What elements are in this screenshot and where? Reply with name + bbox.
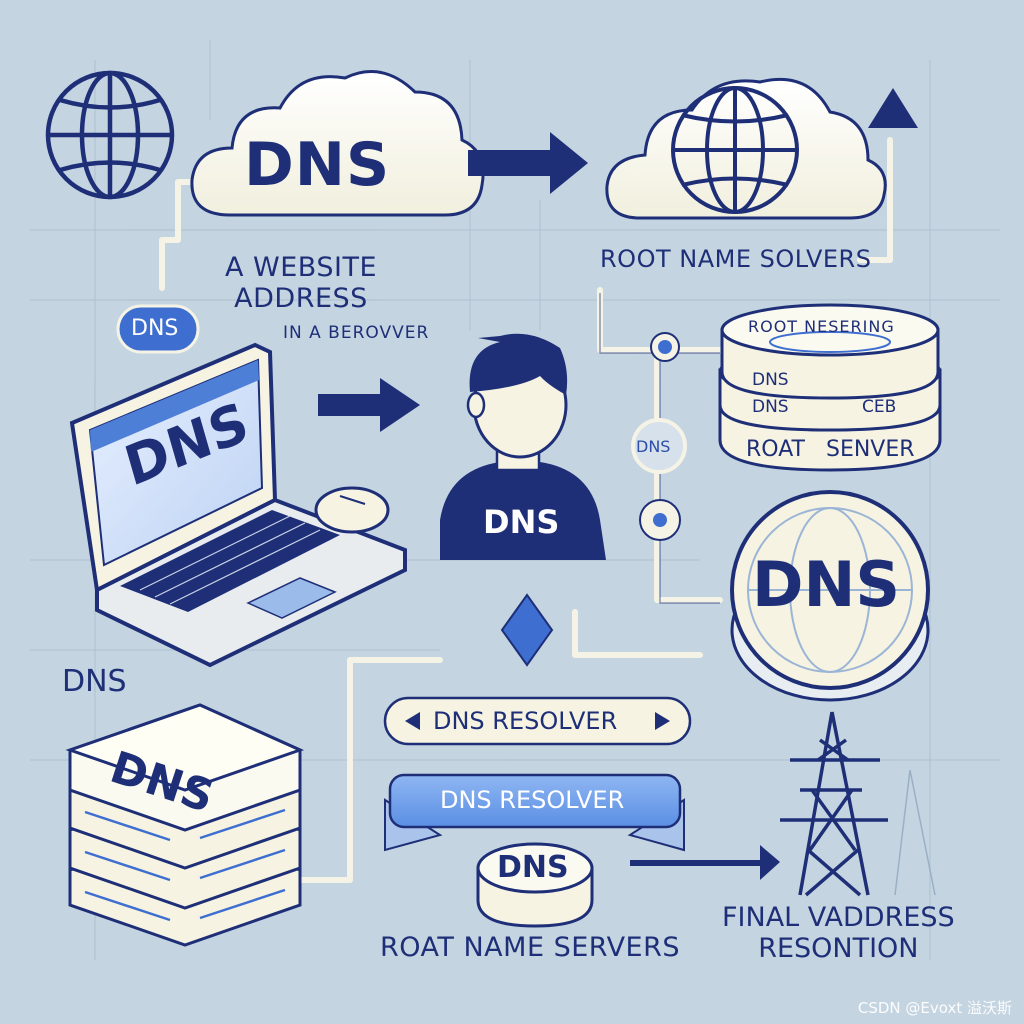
database-icon	[718, 303, 942, 472]
arrow-icon	[318, 378, 420, 432]
person-icon	[440, 333, 606, 560]
keyboard	[139, 515, 321, 605]
mouse-icon	[314, 486, 390, 534]
watermark: CSDN @Evoxt 溢沃斯	[857, 999, 1012, 1017]
database-icon	[476, 842, 594, 928]
in-a-browser-label: IN A BEROVVER	[283, 323, 430, 343]
tower-shadow	[894, 769, 936, 896]
dns-resolver-label-2: DNS RESOLVER	[440, 786, 625, 814]
root-name-servers-label: ROAT NAME SERVERS	[380, 932, 681, 963]
arrow-icon	[868, 88, 918, 128]
root-server-stack-label-2: DNS	[752, 397, 789, 417]
root-server-stack-label-3: CEB	[862, 397, 897, 417]
arrow-icon	[500, 593, 554, 667]
final-address-label: FINAL VADDRESS RESONTION	[722, 902, 955, 965]
arrow-icon	[468, 132, 588, 194]
dns-resolver-label-1: DNS RESOLVER	[433, 707, 618, 735]
root-server-stack-top-label: ROOT NESERING	[748, 317, 895, 336]
connector-dns-label: DNS	[636, 437, 671, 456]
globe-icon	[671, 86, 799, 214]
dns-resolver-pill	[383, 696, 692, 746]
root-server-stack-label-1: DNS	[752, 370, 789, 390]
root-name-solvers-label: ROOT NAME SOLVERS	[600, 245, 872, 273]
connector-node	[631, 332, 687, 541]
side-dns-label: DNS	[62, 664, 127, 699]
root-server-label: ROAT SENVER	[746, 437, 915, 462]
server-stack-icon	[65, 703, 305, 947]
person-shirt-label: DNS	[483, 503, 560, 541]
transmission-tower-icon	[780, 711, 888, 897]
website-address-label: A WEBSITE ADDRESS	[225, 252, 378, 315]
small-disk-dns-label: DNS	[497, 850, 569, 885]
globe-icon	[45, 70, 175, 200]
database-icon	[730, 490, 930, 702]
dns-badge	[116, 304, 200, 354]
globe-disk-dns-label: DNS	[752, 548, 901, 621]
dns-resolver-ribbon	[384, 773, 780, 880]
cloud-dns-label: DNS	[244, 130, 391, 200]
dns-badge-label: DNS	[131, 316, 179, 341]
